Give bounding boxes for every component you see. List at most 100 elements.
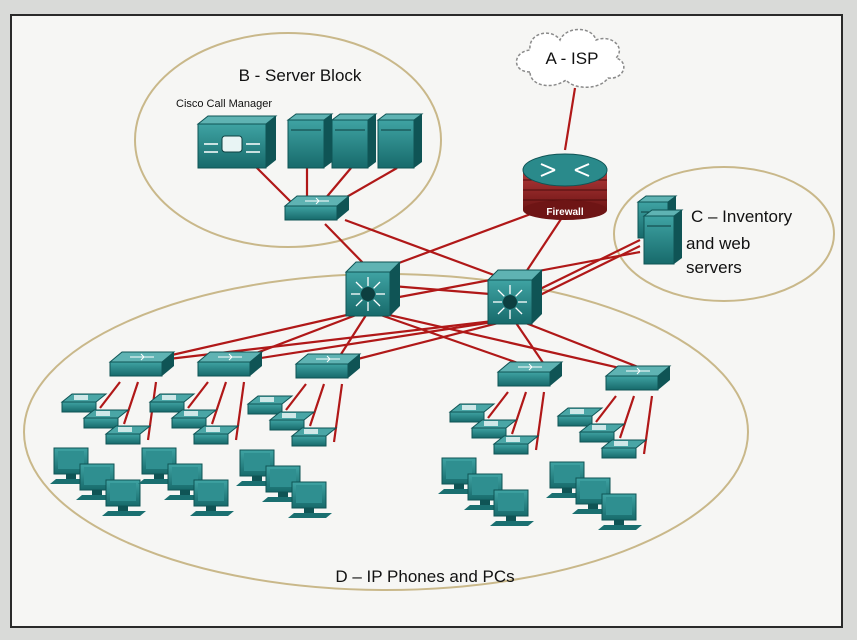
pc-stand [252, 476, 262, 481]
firewall-core1-link [379, 206, 548, 272]
serverblock-core2-link [344, 218, 503, 280]
ip-phone-icon [246, 395, 294, 415]
switch-arrows [626, 367, 650, 375]
ip-phone-icon [104, 425, 152, 445]
server-front [377, 119, 415, 169]
phone-screen [206, 427, 220, 432]
access-phone-link [618, 395, 636, 439]
phone-screen [282, 413, 296, 418]
serverblock-switch-icon [283, 195, 351, 221]
server-side [368, 114, 376, 168]
pc-keyboard [102, 511, 146, 516]
access-switch-icon [196, 351, 264, 377]
access-phone-link [642, 395, 654, 455]
pc-stand [454, 484, 464, 489]
switch-front [109, 361, 163, 377]
phone-screen [162, 395, 176, 400]
access-phone-link [510, 391, 528, 435]
links [99, 87, 657, 455]
pc-screen [606, 497, 632, 515]
server-side [324, 114, 332, 168]
isp-label: A - ISP [546, 49, 599, 68]
pc-stand [506, 516, 516, 521]
mls-arrow [373, 299, 381, 307]
zone-inventory-servers [613, 166, 835, 302]
phone-front [269, 419, 305, 431]
pc-screen [58, 451, 84, 469]
mls-arrow [373, 281, 381, 289]
mls-arrow [355, 299, 363, 307]
phone-screen [506, 437, 520, 442]
switch-arrows [218, 353, 242, 361]
mls-arrow [515, 307, 523, 315]
switch-arrows [130, 353, 154, 361]
pc-screen [244, 453, 270, 471]
access-phone-link [99, 381, 121, 409]
firewall-base [523, 200, 607, 220]
mls-arrow [515, 289, 523, 297]
ip-phone-icon [170, 409, 218, 429]
server-side [674, 210, 682, 264]
access-switch-icon [604, 365, 672, 391]
pc-icon [50, 447, 94, 484]
pc-stand [118, 506, 128, 511]
core-switch-1-icon [344, 261, 402, 317]
pc-stand [480, 500, 490, 505]
phone-screen [592, 425, 606, 430]
ip-phone-icon [148, 393, 196, 413]
phone-front [83, 417, 119, 429]
switch-side [250, 352, 262, 376]
endpoints-label: D – IP Phones and PCs [335, 567, 514, 586]
phone-screen [484, 421, 498, 426]
pc-icon [138, 447, 182, 484]
inventory-label-line2: and web [686, 234, 750, 253]
phone-front [557, 415, 593, 427]
cm-top [196, 115, 278, 125]
switch-front [284, 205, 338, 221]
pc-icon [438, 457, 482, 494]
switch-side [550, 362, 562, 386]
switch-side [658, 366, 670, 390]
switch-front [197, 361, 251, 377]
server-icon [376, 113, 424, 169]
access-phone-link [595, 395, 617, 423]
core1-access-link [375, 310, 647, 376]
phone-front [493, 443, 529, 455]
pc-stand [92, 490, 102, 495]
access-phone-link [308, 383, 326, 427]
pc-screen [580, 481, 606, 499]
access-phone-link [285, 383, 307, 411]
server-icon [286, 113, 334, 169]
pc-stand [154, 474, 164, 479]
inventory-label-line3: servers [686, 258, 742, 277]
pc-screen [146, 451, 172, 469]
ip-phone-icon [82, 409, 130, 429]
pc-screen [554, 465, 580, 483]
cm-arrows [204, 143, 260, 153]
pc-screen [446, 461, 472, 479]
call-manager-icon [196, 115, 278, 169]
access-phone-link [534, 391, 546, 451]
mls-arrow [355, 281, 363, 289]
switch-side [162, 352, 174, 376]
server-link [255, 166, 296, 207]
pc-screen [498, 493, 524, 511]
pc-icon [288, 481, 332, 518]
pc-stand [588, 504, 598, 509]
switch-arrows [305, 197, 329, 205]
switch-front [605, 375, 659, 391]
core2-access-link [517, 318, 657, 376]
access-switch-icon [108, 351, 176, 377]
phone-front [579, 431, 615, 443]
phone-front [171, 417, 207, 429]
ip-phone-icon [470, 419, 518, 439]
inventory-core2-link [537, 245, 641, 297]
pc-icon [490, 489, 534, 526]
pc-screen [270, 469, 296, 487]
pc-keyboard [598, 525, 642, 530]
access-switch-icon [496, 361, 564, 387]
cloud-icon [515, 28, 625, 88]
ip-phone-icon [192, 425, 240, 445]
phone-front [105, 433, 141, 445]
pc-keyboard [288, 513, 332, 518]
